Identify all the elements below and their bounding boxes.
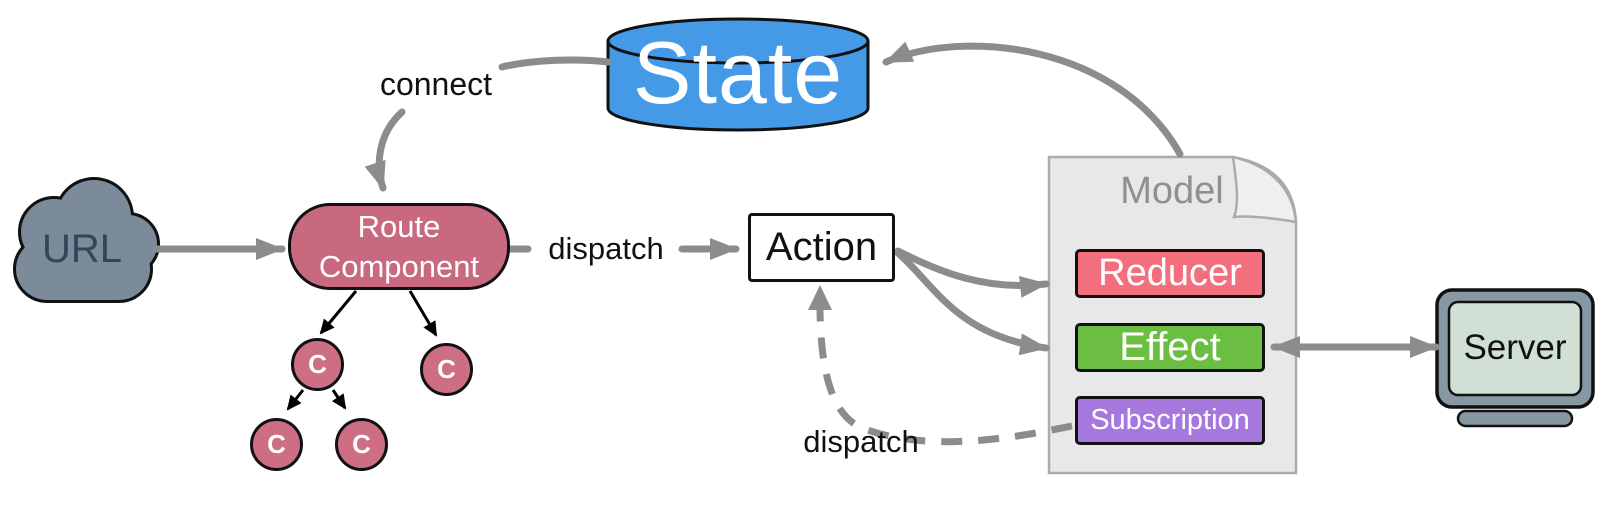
arrow-model-to-state [882,41,1184,158]
state-node-label: State [632,23,844,122]
document-fold-corner [1231,155,1298,224]
dispatch-edge-label: dispatch [548,231,664,266]
route-component-label-line1: Route [357,209,441,245]
line-state-connect [498,56,612,71]
component-tree-node: C [250,418,303,471]
url-cloud-icon [13,177,160,303]
tree-edge-route-c2 [408,290,438,337]
component-tree-node: C [335,418,388,471]
action-node: Action [748,213,895,282]
subscription-node: Subscription [1075,396,1265,445]
monitor-stand [1456,409,1574,428]
dashed-arrowhead [808,285,832,310]
arrow-connect-to-route [364,108,406,192]
arrow-action-to-reducer [894,247,1050,298]
model-document-title: Model [1120,169,1224,212]
reducer-node: Reducer [1075,249,1265,298]
effect-node: Effect [1075,323,1265,372]
component-tree-node: C [420,343,473,396]
state-cylinder-icon [606,17,870,132]
url-node-label: URL [41,226,123,271]
server-node-label: Server [1463,328,1567,367]
monitor-screen [1447,300,1583,397]
server-monitor-icon [1435,288,1595,428]
component-tree-node: C [291,338,344,391]
arrow-action-to-effect [894,249,1050,356]
tree-edge-route-c1 [319,290,358,335]
connect-edge-label: connect [379,65,493,102]
dispatch-dashed-edge-label: dispatch [803,424,919,459]
route-component-label-line2: Component [318,248,480,284]
model-document-shape [1047,155,1298,475]
tree-edge-c1-c3 [286,389,305,411]
tree-edge-c1-c4 [331,389,347,410]
route-component-node: Route Component [288,203,510,290]
dashed-arrow-subscription-to-action [816,309,1073,446]
